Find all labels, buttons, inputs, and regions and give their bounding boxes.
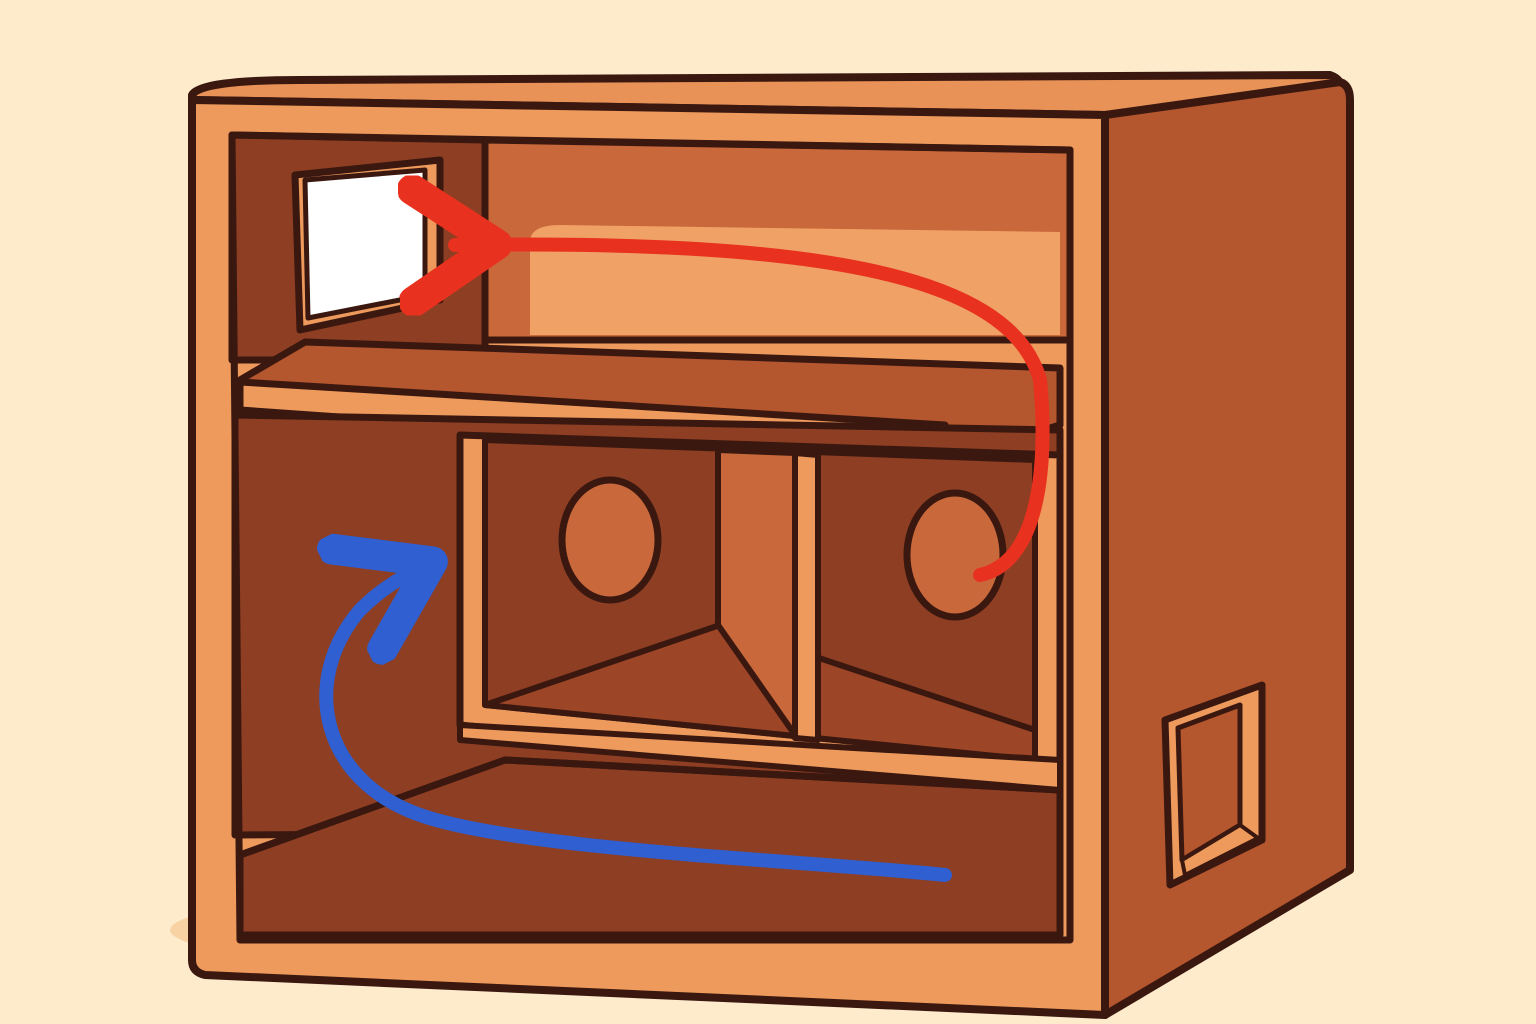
cabinet-side-panel (1101, 78, 1354, 1019)
front-frame-inner-edge (228, 131, 1074, 944)
warm-airflow-arrow (455, 244, 1050, 582)
fan-housing-floor (482, 622, 1038, 763)
side-vent (1161, 681, 1266, 889)
side-vent-floor (1180, 823, 1260, 877)
floor-edge (238, 756, 1061, 859)
square-vent-icon (302, 167, 428, 321)
cool-airflow-arrow (326, 568, 952, 882)
center-divider (792, 450, 821, 743)
circle-fan-icon (903, 489, 1007, 621)
lower-compartment (231, 411, 1064, 939)
circle-fan-icon (558, 476, 662, 604)
housing-bottom-rail (457, 722, 1063, 793)
